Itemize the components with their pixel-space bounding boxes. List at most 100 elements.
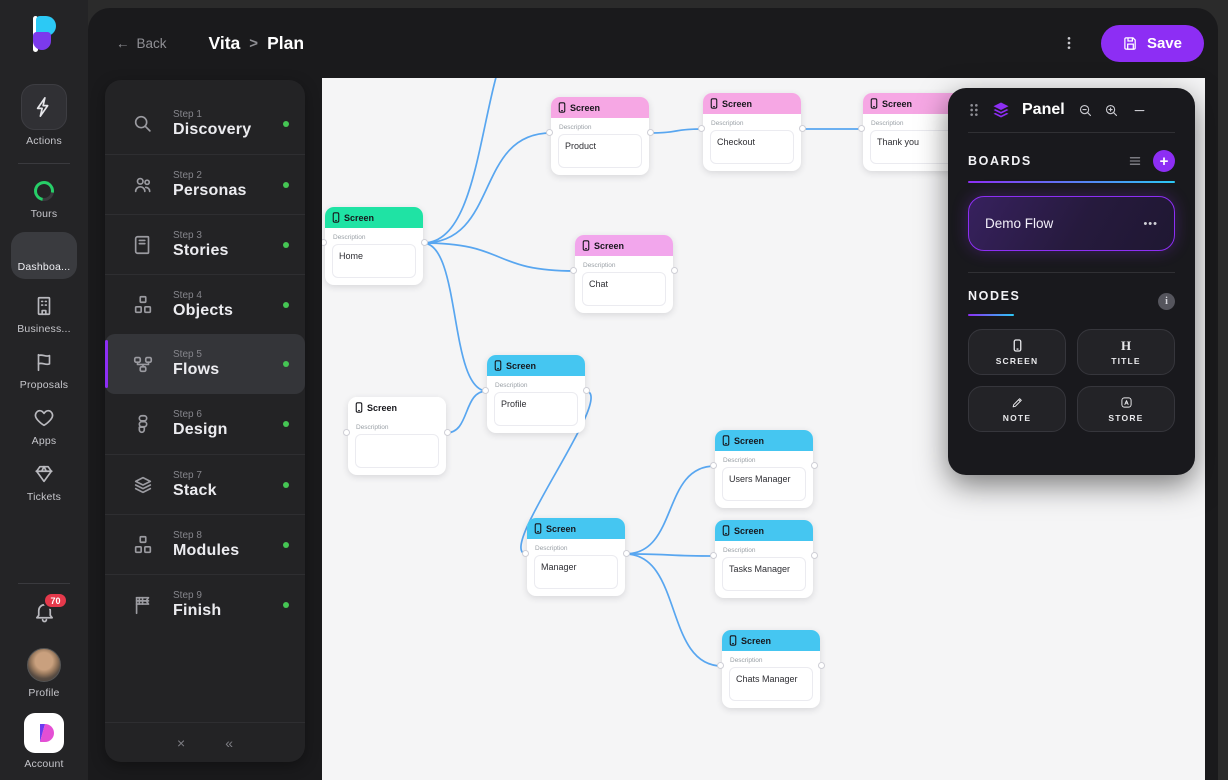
status-dot bbox=[283, 421, 289, 427]
notifications-bell[interactable]: 70 bbox=[33, 592, 68, 628]
flow-node-thank-you[interactable]: Screen Description Thank you bbox=[858, 93, 966, 171]
hamburger-icon[interactable] bbox=[1127, 154, 1143, 168]
drag-handle-icon[interactable] bbox=[968, 103, 980, 117]
port-left[interactable] bbox=[570, 267, 577, 274]
node-description[interactable]: Chats Manager bbox=[729, 667, 813, 701]
step-item-stories[interactable]: Step 3 Stories bbox=[105, 214, 305, 274]
add-board-button[interactable]: + bbox=[1153, 150, 1175, 172]
step-item-discovery[interactable]: Step 1 Discovery bbox=[105, 94, 305, 154]
step-item-personas[interactable]: Step 2 Personas bbox=[105, 154, 305, 214]
step-item-finish[interactable]: Step 9 Finish bbox=[105, 574, 305, 634]
zoom-in-icon[interactable] bbox=[1104, 103, 1119, 118]
node-description[interactable]: Chat bbox=[582, 272, 666, 306]
edge-home-to-profile[interactable] bbox=[422, 242, 488, 392]
sidebar-item-apps[interactable]: Apps bbox=[32, 406, 57, 447]
node-description[interactable]: Profile bbox=[494, 392, 578, 426]
sidebar-item-profile[interactable]: Profile bbox=[27, 648, 61, 699]
port-left[interactable] bbox=[858, 125, 865, 132]
port-right[interactable] bbox=[623, 550, 630, 557]
port-right[interactable] bbox=[818, 662, 825, 669]
flow-node-users-manager[interactable]: Screen Description Users Manager bbox=[710, 430, 818, 508]
flow-node-chats-manager[interactable]: Screen Description Chats Manager bbox=[717, 630, 825, 708]
node-description[interactable]: Checkout bbox=[710, 130, 794, 164]
flow-node-chat[interactable]: Screen Description Chat bbox=[570, 235, 678, 313]
port-left[interactable] bbox=[343, 429, 350, 436]
sidebar-item-dashboard[interactable]: Dashboa... bbox=[11, 232, 77, 279]
node-description[interactable]: Product bbox=[558, 134, 642, 168]
step-number: Step 4 bbox=[173, 289, 202, 301]
flow-node-checkout[interactable]: Screen Description Checkout bbox=[698, 93, 806, 171]
sidebar-item-tours[interactable]: Tours bbox=[30, 177, 58, 220]
node-type-button-title[interactable]: H TITLE bbox=[1077, 329, 1175, 375]
port-right[interactable] bbox=[799, 125, 806, 132]
back-button[interactable]: ← Back bbox=[116, 36, 167, 51]
node-description[interactable]: Tasks Manager bbox=[722, 557, 806, 591]
flow-node-manager[interactable]: Screen Description Manager bbox=[522, 518, 630, 596]
kebab-menu-icon[interactable] bbox=[1061, 35, 1077, 51]
flow-node-profile[interactable]: Screen Description Profile bbox=[482, 355, 590, 433]
edge-profile-to-manager[interactable] bbox=[520, 390, 592, 555]
edge-manager-to-chats-manager[interactable] bbox=[624, 553, 723, 667]
flow-node-product[interactable]: Screen Description Product bbox=[546, 97, 654, 175]
step-item-stack[interactable]: Step 7 Stack bbox=[105, 454, 305, 514]
flow-canvas[interactable]: Screen Description Home Screen Descripti… bbox=[322, 78, 1205, 780]
port-right[interactable] bbox=[811, 462, 818, 469]
sidebar-item-business[interactable]: Business... bbox=[17, 294, 71, 335]
port-right[interactable] bbox=[671, 267, 678, 274]
flow-node-tasks-manager[interactable]: Screen Description Tasks Manager bbox=[710, 520, 818, 598]
sidebar-item-tickets[interactable]: Tickets bbox=[27, 462, 61, 503]
node-description[interactable]: Manager bbox=[534, 555, 618, 589]
edge-home-to-product[interactable] bbox=[422, 132, 552, 244]
port-right[interactable] bbox=[421, 239, 428, 246]
minimize-icon[interactable] bbox=[1132, 103, 1147, 118]
node-type-button-store[interactable]: STORE bbox=[1077, 386, 1175, 432]
port-right[interactable] bbox=[811, 552, 818, 559]
save-button[interactable]: Save bbox=[1100, 24, 1204, 62]
info-icon[interactable]: i bbox=[1158, 293, 1175, 310]
step-item-flows[interactable]: Step 5 Flows bbox=[105, 334, 305, 394]
zoom-out-icon[interactable] bbox=[1078, 103, 1093, 118]
port-left[interactable] bbox=[717, 662, 724, 669]
edge-empty-to-profile[interactable] bbox=[445, 390, 488, 434]
boards-section-header: BOARDS + bbox=[968, 150, 1175, 172]
app-logo[interactable] bbox=[27, 14, 61, 56]
step-item-modules[interactable]: Step 8 Modules bbox=[105, 514, 305, 574]
node-type-button-note[interactable]: NOTE bbox=[968, 386, 1066, 432]
board-menu-icon[interactable]: ••• bbox=[1143, 217, 1158, 230]
port-left[interactable] bbox=[698, 125, 705, 132]
close-icon[interactable]: × bbox=[177, 734, 186, 751]
port-right[interactable] bbox=[647, 129, 654, 136]
edge-manager-to-users-manager[interactable] bbox=[624, 465, 716, 555]
node-type-label: Screen bbox=[734, 435, 765, 446]
edge-home-to-chat[interactable] bbox=[422, 242, 576, 272]
port-left[interactable] bbox=[710, 462, 717, 469]
step-item-objects[interactable]: Step 4 Objects bbox=[105, 274, 305, 334]
node-description[interactable]: Users Manager bbox=[722, 467, 806, 501]
port-right[interactable] bbox=[583, 387, 590, 394]
port-right[interactable] bbox=[444, 429, 451, 436]
port-left[interactable] bbox=[322, 239, 327, 246]
collapse-panel-icon[interactable]: « bbox=[225, 734, 233, 751]
node-description[interactable]: Thank you bbox=[870, 130, 954, 164]
flow-node-empty[interactable]: Screen Description bbox=[343, 397, 451, 475]
node-description[interactable] bbox=[355, 434, 439, 468]
port-left[interactable] bbox=[522, 550, 529, 557]
flow-node-home[interactable]: Screen Description Home bbox=[322, 207, 428, 285]
scrollbar-track[interactable] bbox=[1218, 0, 1228, 780]
node-type-button-screen[interactable]: SCREEN bbox=[968, 329, 1066, 375]
phone-icon bbox=[534, 523, 542, 534]
edge-home-to-offscreen-top[interactable] bbox=[422, 78, 547, 244]
node-header: Screen bbox=[487, 355, 585, 376]
board-item-demo-flow[interactable]: Demo Flow ••• bbox=[968, 196, 1175, 251]
port-left[interactable] bbox=[710, 552, 717, 559]
breadcrumb-project[interactable]: Vita bbox=[208, 32, 241, 53]
edge-manager-to-tasks-manager[interactable] bbox=[624, 553, 716, 557]
port-left[interactable] bbox=[482, 387, 489, 394]
port-left[interactable] bbox=[546, 129, 553, 136]
sidebar-item-account[interactable]: Account bbox=[24, 713, 64, 770]
step-item-design[interactable]: Step 6 Design bbox=[105, 394, 305, 454]
sidebar-item-proposals[interactable]: Proposals bbox=[20, 350, 69, 391]
edge-product-to-checkout[interactable] bbox=[648, 128, 704, 134]
node-description[interactable]: Home bbox=[332, 244, 416, 278]
sidebar-item-actions[interactable]: Actions bbox=[21, 84, 67, 147]
